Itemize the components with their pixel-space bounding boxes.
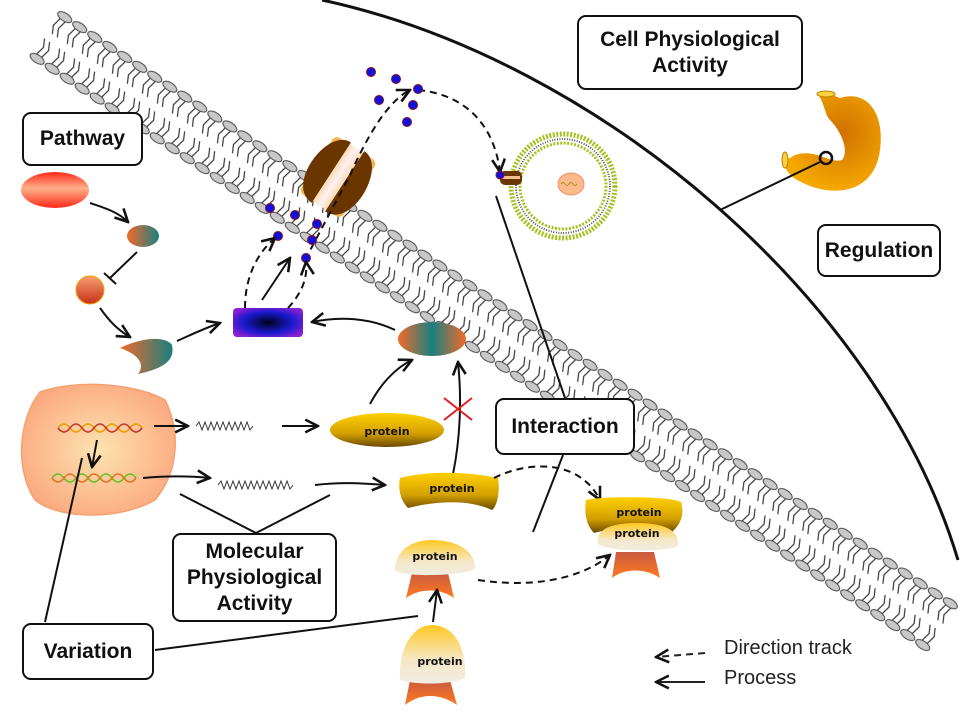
arrow-to-enzyme — [312, 319, 396, 331]
molecular-physiological-activity-box: Molecular Physiological Activity — [172, 533, 337, 622]
protein-1: protein — [330, 413, 444, 447]
enzyme-block — [233, 308, 303, 337]
blocked-x-icon — [443, 397, 473, 421]
cell-physiological-activity-label: Cell Physiological Activity — [600, 27, 780, 77]
cell-physiological-activity-box: Cell Physiological Activity — [577, 15, 803, 90]
connector-interaction-up — [495, 195, 566, 399]
connector-variation-protein — [154, 615, 419, 651]
stomach-connector-line — [719, 161, 821, 211]
variation-label: Variation — [43, 639, 133, 663]
enzyme-track-right — [287, 262, 306, 309]
molecular-physiological-activity-label: Molecular Physiological Activity — [186, 539, 323, 615]
protein-1-label: protein — [364, 425, 409, 438]
vesicle-transport-track — [417, 89, 500, 172]
protein-complex: protein protein — [585, 497, 683, 578]
connector-variation-dna — [44, 457, 83, 623]
protein-2-label: protein — [429, 482, 474, 495]
legend-dashed-arrow-icon — [656, 653, 706, 657]
connector-mpa-left — [179, 493, 257, 534]
enzyme-arrow-up — [261, 258, 290, 301]
mrna-2-icon — [217, 479, 294, 491]
vesicle-icon — [495, 131, 618, 241]
legend-direction-track: Direction track — [724, 637, 852, 659]
pathway-molecule-3 — [75, 275, 105, 305]
stomach-organ-icon — [781, 90, 881, 191]
connector-mpa-right — [255, 494, 331, 534]
legend-process: Process — [724, 667, 797, 689]
protein-3-label: protein — [412, 550, 457, 563]
variation-label-box: Variation — [22, 623, 154, 680]
ion-channel-icon — [300, 137, 376, 217]
dna-mutation-arrow — [92, 439, 97, 467]
protein-2: protein — [399, 472, 499, 510]
lipid-bilayer-membrane — [26, 8, 960, 655]
arrow-protein4-to-protein3 — [433, 590, 437, 623]
channel-transport-track — [304, 90, 410, 261]
pathway-arrow-2 — [99, 307, 130, 337]
pathway-molecule-5 — [398, 322, 466, 356]
cell-boundary-curve — [321, 0, 960, 561]
interaction-label-box: Interaction — [495, 398, 635, 455]
enzyme-track-left — [244, 238, 275, 309]
regulation-label: Regulation — [824, 238, 934, 262]
interaction-label: Interaction — [511, 414, 619, 438]
pathway-arrow-3 — [176, 323, 220, 342]
protein-3: protein — [395, 540, 475, 598]
nucleus-icon — [20, 383, 176, 516]
protein-4: protein — [399, 625, 466, 705]
pathway-arrow-1 — [89, 202, 128, 222]
complex-top-label: protein — [616, 506, 661, 519]
dna-icon — [51, 423, 143, 483]
complex-bottom-label: protein — [614, 527, 659, 540]
arrow-protein1-up — [369, 360, 412, 405]
pathway-molecule-4 — [120, 338, 173, 374]
pathway-label-box: Pathway — [22, 112, 143, 166]
arrow-mrna-to-protein-2 — [314, 483, 385, 485]
inhibition-line — [103, 251, 138, 285]
arrow-protein2-up — [453, 362, 460, 475]
regulation-label-box: Regulation — [817, 224, 941, 277]
mrna-1-icon — [195, 420, 254, 432]
pathway-molecule-2 — [127, 225, 159, 247]
molecules-outside — [366, 67, 423, 127]
pathway-label: Pathway — [39, 127, 126, 150]
arrow-dna-to-mrna-2 — [142, 477, 210, 479]
pathway-molecule-1 — [21, 172, 89, 208]
track-protein3-to-complex — [477, 555, 610, 584]
track-protein2-to-complex — [493, 465, 600, 500]
connector-interaction-down — [532, 454, 564, 533]
protein-4-label: protein — [417, 655, 462, 668]
